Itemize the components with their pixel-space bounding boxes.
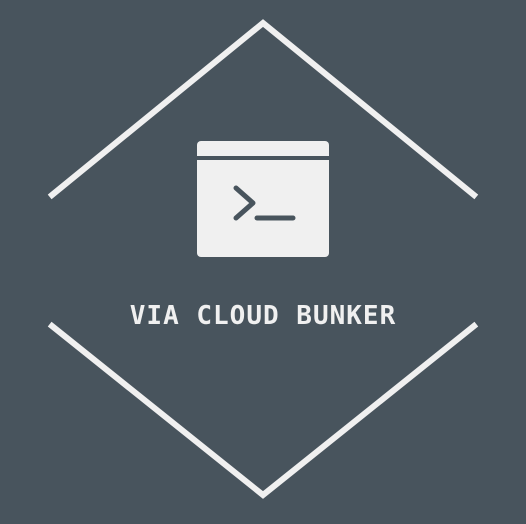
terminal-window-body xyxy=(197,141,329,257)
terminal-prompt-chevron xyxy=(233,185,256,221)
bottom-chevron xyxy=(47,321,479,499)
top-chevron xyxy=(47,19,479,200)
terminal-window-titlebar-divider xyxy=(197,156,329,160)
brand-title: VIA CLOUD BUNKER xyxy=(129,301,397,331)
terminal-window-icon xyxy=(197,141,329,257)
